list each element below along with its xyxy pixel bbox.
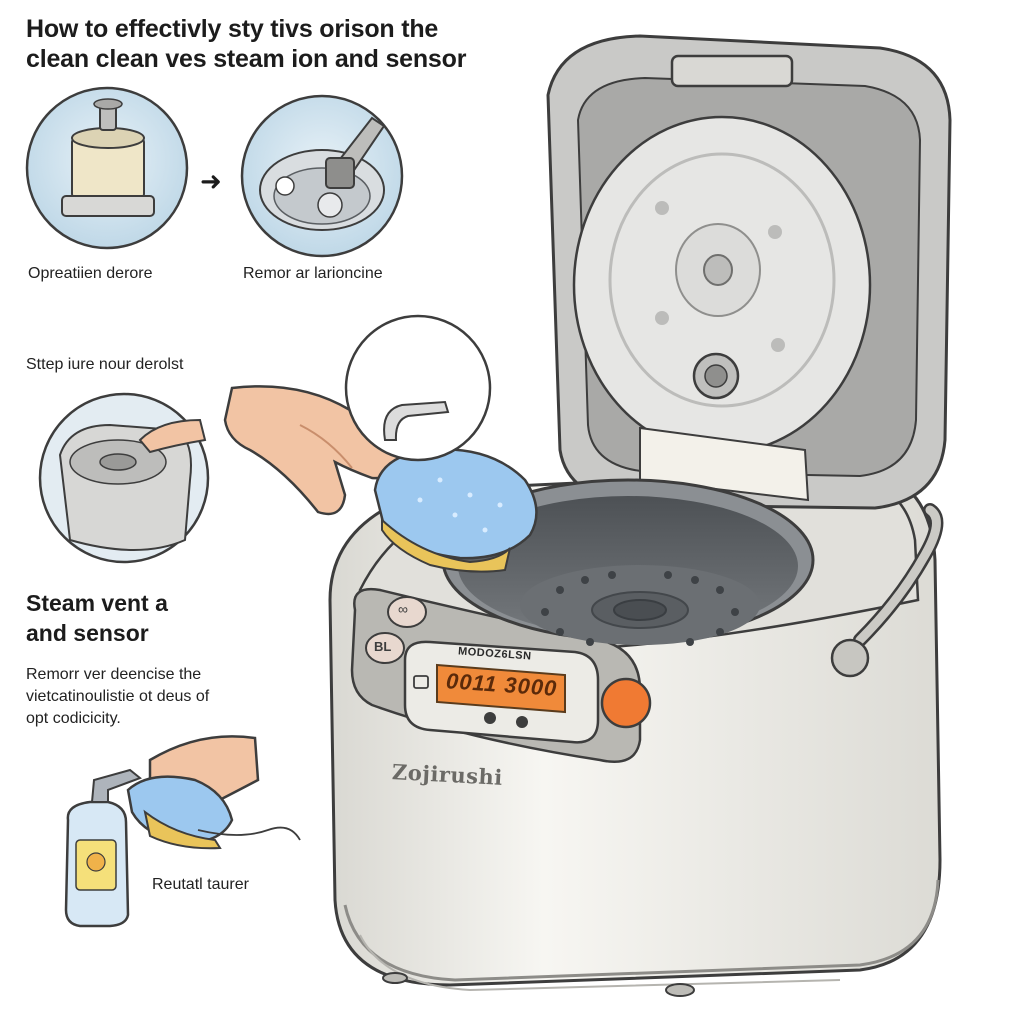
hand-with-cloth xyxy=(126,735,301,850)
panel-button-mid-label: BL xyxy=(374,639,392,654)
panel-button-top-label: ∞ xyxy=(398,601,408,617)
handle-hinge xyxy=(830,638,870,678)
arrow-icon: ➜ xyxy=(200,166,222,196)
rice-cooker xyxy=(328,34,952,997)
page-title: How to effectivly sty tivs orison the cl… xyxy=(26,14,546,74)
section-heading-line-2: and sensor xyxy=(26,620,149,646)
section-heading: Steam vent a and sensor xyxy=(26,588,168,648)
sensor-clip xyxy=(383,400,450,441)
panel-button-top[interactable] xyxy=(387,596,427,628)
section-body-line-2: vietcatinoulistie ot deus of xyxy=(26,688,210,705)
caption-reutad: Reutatl taurer xyxy=(152,876,249,893)
title-line-2: clean clean ves steam ion and sensor xyxy=(26,45,467,73)
sensor-detail-callout xyxy=(344,314,492,462)
up-button[interactable] xyxy=(516,716,528,728)
lcd-display xyxy=(436,663,566,714)
title-line-1: How to effectivly sty tivs orison the xyxy=(26,15,439,43)
step-image-part xyxy=(25,86,189,250)
caption-remove: Remor ar larioncine xyxy=(243,265,383,282)
lid-latch xyxy=(670,54,794,88)
section-heading-line-1: Steam vent a xyxy=(26,590,168,616)
step-image-cleaning xyxy=(38,392,210,564)
caption-step: Sttep iure nour derolst xyxy=(26,356,184,373)
section-body-line-3: opt codicicity. xyxy=(26,710,121,727)
start-button[interactable] xyxy=(600,677,652,729)
cleaner-bottle xyxy=(64,768,142,928)
caption-operation: Opreatiien derore xyxy=(28,265,153,282)
section-body: Remorr ver deencise the vietcatinoulisti… xyxy=(26,664,209,730)
section-body-line-1: Remorr ver deencise the xyxy=(26,666,202,683)
timer-icon xyxy=(413,675,429,689)
down-button[interactable] xyxy=(484,712,496,724)
panel-button-mid[interactable] xyxy=(365,632,405,664)
step-image-inside xyxy=(240,94,404,258)
